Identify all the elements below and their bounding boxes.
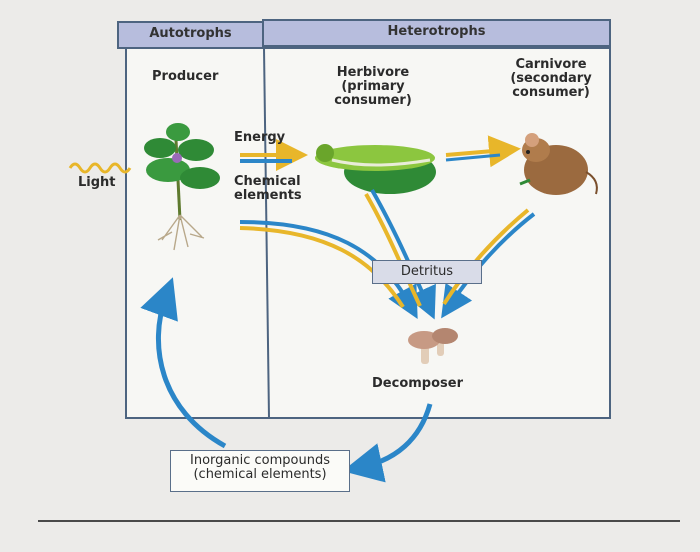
herbivore-to-carnivore-blue bbox=[445, 153, 501, 162]
producer-label: Producer bbox=[152, 69, 219, 84]
herbivore-to-decomposer-energy bbox=[364, 192, 422, 307]
chemical-elements-label: Chemical elements bbox=[234, 174, 302, 204]
heterotrophs-header: Heterotrophs bbox=[387, 24, 486, 39]
carnivore-to-decomposer-energy bbox=[442, 208, 530, 306]
plant-to-decomposer-arrow bbox=[239, 220, 418, 320]
herbivore-to-carnivore-arrow bbox=[445, 135, 521, 168]
carnivore-label: Carnivore (secondary consumer) bbox=[510, 57, 592, 101]
autotrophs-header: Autotrophs bbox=[149, 26, 232, 41]
light-wave-icon bbox=[68, 162, 132, 174]
decomposer-label: Decomposer bbox=[372, 376, 463, 391]
detritus-box: Detritus bbox=[372, 260, 482, 284]
plant-icon bbox=[144, 123, 220, 251]
mouse-icon bbox=[519, 133, 598, 195]
caterpillar-icon bbox=[315, 144, 436, 194]
herbivore-to-decomposer-arrow bbox=[370, 189, 436, 320]
inorganic-compounds-box: Inorganic compounds (chemical elements) bbox=[170, 450, 350, 492]
energy-label: Energy bbox=[234, 130, 286, 145]
mushroom-icon bbox=[408, 328, 458, 364]
herbivore-label: Herbivore (primary consumer) bbox=[334, 65, 412, 109]
inorganic-to-producer-arrow bbox=[140, 277, 227, 449]
bottom-divider bbox=[38, 520, 680, 522]
carnivore-to-decomposer-arrow bbox=[441, 212, 536, 319]
light-label: Light bbox=[78, 175, 116, 190]
decomposer-to-inorganic-arrow bbox=[342, 403, 433, 483]
plant-to-decomposer-energy bbox=[239, 226, 405, 309]
